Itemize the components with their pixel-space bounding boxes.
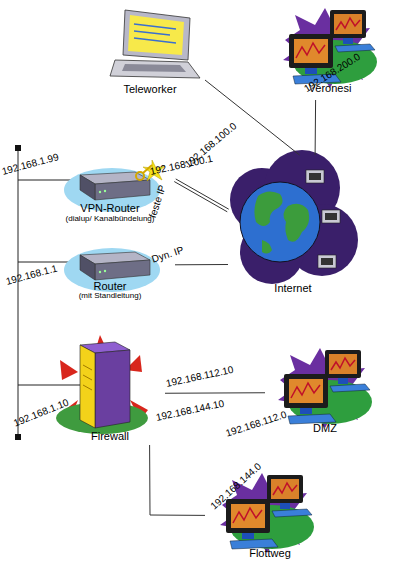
network-link xyxy=(315,100,317,155)
node-sublabel: (mit Standleitung) xyxy=(45,292,175,301)
ip-address-label: 192.168.1.1 xyxy=(5,263,59,287)
network-node: Firewall xyxy=(55,330,165,445)
link-label: 192.168.112.10 xyxy=(165,364,235,389)
network-link xyxy=(165,392,265,394)
network-node: Internet xyxy=(228,155,358,305)
network-link xyxy=(174,179,228,212)
network-link xyxy=(175,264,228,265)
network-node: Flottweg xyxy=(205,465,335,570)
node-label: DMZ xyxy=(265,422,385,434)
network-node: DMZ xyxy=(265,335,385,440)
network-node: Teleworker xyxy=(95,5,205,105)
network-link xyxy=(150,445,205,515)
node-label: Veronesi xyxy=(270,82,390,94)
node-label: Router xyxy=(45,280,175,292)
node-label: Flottweg xyxy=(205,547,335,559)
network-node: Router(mit Standleitung) xyxy=(45,240,175,302)
node-label: Firewall xyxy=(55,430,165,442)
ip-address-label: 192.168.112.0 xyxy=(224,409,288,439)
link-label: 192.168.144.10 xyxy=(155,398,225,423)
network-node: Veronesi xyxy=(270,0,390,100)
node-label: Teleworker xyxy=(95,83,205,95)
node-label: Internet xyxy=(228,282,358,294)
ip-address-label: 192.168.1.99 xyxy=(1,151,60,177)
link-label: Dyn. IP xyxy=(150,244,185,265)
